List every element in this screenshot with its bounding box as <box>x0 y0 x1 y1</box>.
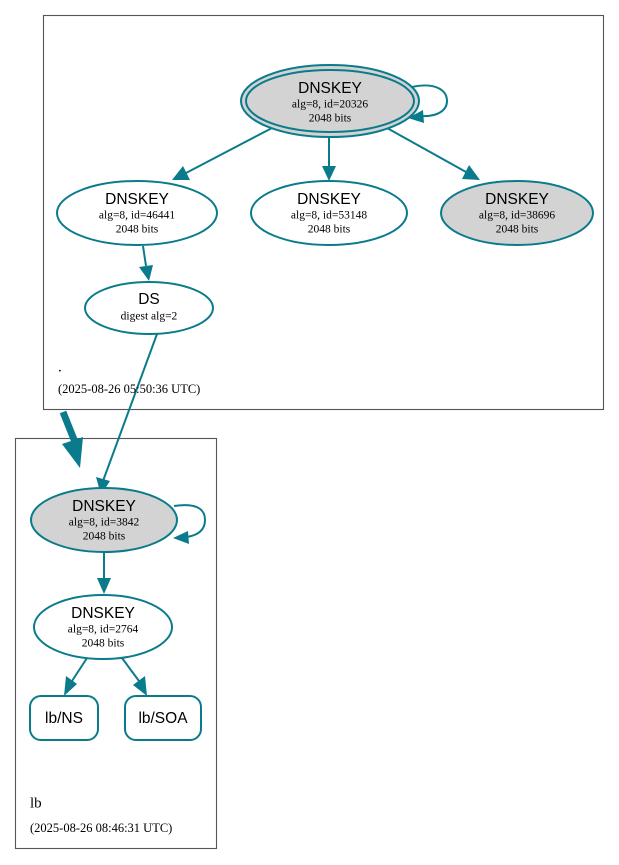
node-dnskey-46441[interactable]: DNSKEY alg=8, id=46441 2048 bits <box>56 180 218 246</box>
edge-lb-ksk-to-zsk-2764 <box>97 553 111 594</box>
node-detail-bits: 2048 bits <box>116 224 159 236</box>
edge-ds-to-lb-ksk <box>96 333 158 495</box>
node-title: DNSKEY <box>485 191 549 208</box>
node-detail-bits: 2048 bits <box>308 224 351 236</box>
node-title: DS <box>138 291 160 308</box>
node-title: DNSKEY <box>105 191 169 208</box>
node-dnskey-38696[interactable]: DNSKEY alg=8, id=38696 2048 bits <box>440 180 594 246</box>
node-detail-bits: 2048 bits <box>496 224 539 236</box>
node-ellipse <box>440 180 594 246</box>
node-title: DNSKEY <box>298 80 362 97</box>
edge-zsk-46441-to-ds <box>139 245 153 281</box>
cluster-label-root-zone: . <box>58 359 62 375</box>
node-dnskey-3842[interactable]: DNSKEY alg=8, id=3842 2048 bits <box>30 487 178 553</box>
node-detail-alg-id: alg=8, id=3842 <box>69 517 140 529</box>
node-dnskey-53148[interactable]: DNSKEY alg=8, id=53148 2048 bits <box>250 180 408 246</box>
node-title: DNSKEY <box>72 498 136 515</box>
cluster-timestamp-lb-zone: (2025-08-26 08:46:31 UTC) <box>30 821 172 835</box>
edge-lb-zsk-to-soa <box>121 657 147 696</box>
node-ellipse <box>33 594 173 660</box>
edge-root-ksk-to-zsk-38696 <box>386 127 480 180</box>
cluster-box-lb-zone <box>14 437 218 850</box>
node-detail-bits: 2048 bits <box>83 531 126 543</box>
node-rrset-lb-ns[interactable]: lb/NS <box>29 695 99 741</box>
node-detail-alg-id: alg=8, id=38696 <box>479 210 555 222</box>
edge-root-ksk-to-zsk-53148 <box>322 136 336 181</box>
node-title: DNSKEY <box>71 605 135 622</box>
cluster-box-root-zone <box>42 14 605 411</box>
edge-root-ksk-to-zsk-46441 <box>172 127 273 180</box>
cluster-timestamp-root-zone: (2025-08-26 05:50:36 UTC) <box>58 382 200 396</box>
node-detail-bits: 2048 bits <box>82 638 125 650</box>
node-detail-alg-id: alg=8, id=20326 <box>292 99 368 111</box>
edge-lb-zsk-to-ns <box>64 657 88 696</box>
node-inner-ellipse <box>245 69 415 133</box>
node-dnskey-20326[interactable]: DNSKEY alg=8, id=20326 2048 bits <box>240 64 420 138</box>
node-detail-bits: 2048 bits <box>309 113 352 125</box>
node-label: lb/SOA <box>138 710 188 727</box>
node-detail-digest-alg: digest alg=2 <box>121 311 178 323</box>
node-ellipse <box>30 487 178 553</box>
node-label: lb/NS <box>45 710 83 727</box>
node-rect <box>124 695 202 741</box>
node-rect <box>29 695 99 741</box>
node-ellipse <box>250 180 408 246</box>
node-ellipse <box>56 180 218 246</box>
edge-root-ksk-self-loop <box>408 84 449 123</box>
node-rrset-lb-soa[interactable]: lb/SOA <box>124 695 202 741</box>
cluster-label-lb-zone: lb <box>30 795 42 811</box>
node-detail-alg-id: alg=8, id=53148 <box>291 210 367 222</box>
node-dnskey-2764[interactable]: DNSKEY alg=8, id=2764 2048 bits <box>33 594 173 660</box>
node-ellipse <box>84 281 214 335</box>
edge-lb-ksk-self-loop <box>173 504 207 544</box>
edge-delegation-root-to-lb <box>59 410 83 468</box>
node-title: DNSKEY <box>297 191 361 208</box>
node-detail-alg-id: alg=8, id=46441 <box>99 210 175 222</box>
node-ds-root[interactable]: DS digest alg=2 <box>84 281 214 335</box>
node-detail-alg-id: alg=8, id=2764 <box>68 624 139 636</box>
